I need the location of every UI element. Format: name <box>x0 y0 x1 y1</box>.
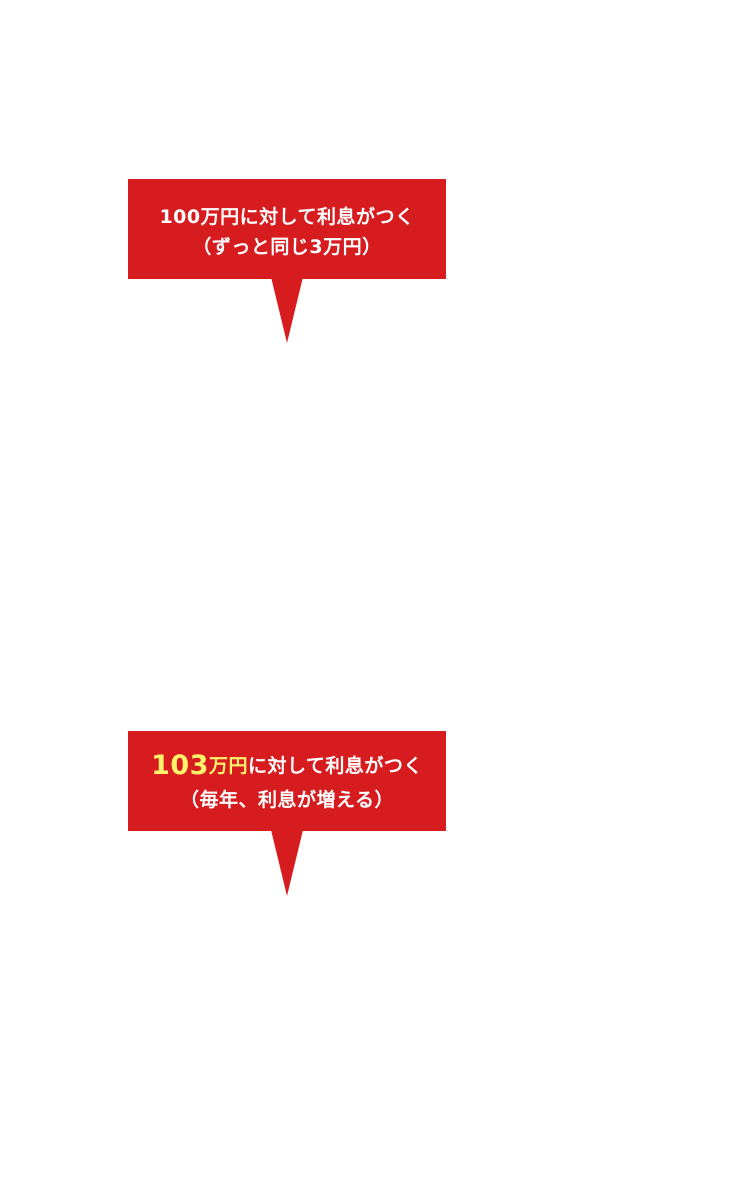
callout-compound-interest-line1-rest: に対して利息がつく <box>247 755 423 777</box>
callout-simple-interest-line1: 100万円に対して利息がつく <box>159 206 415 228</box>
callout-simple-interest-pointer <box>271 277 303 343</box>
callout-compound-interest: 103万円に対して利息がつく （毎年、利息が増える） <box>128 731 446 831</box>
callout-compound-interest-line2: （毎年、利息が増える） <box>180 789 394 811</box>
callout-compound-interest-pointer <box>271 830 303 896</box>
callout-simple-interest-line2: （ずっと同じ3万円） <box>192 236 382 258</box>
highlight-unit: 万円 <box>208 755 248 777</box>
callout-simple-interest: 100万円に対して利息がつく （ずっと同じ3万円） <box>128 179 446 279</box>
highlight-amount: 103 <box>151 750 209 781</box>
callout-compound-interest-line1: 103万円に対して利息がつく <box>128 751 446 781</box>
